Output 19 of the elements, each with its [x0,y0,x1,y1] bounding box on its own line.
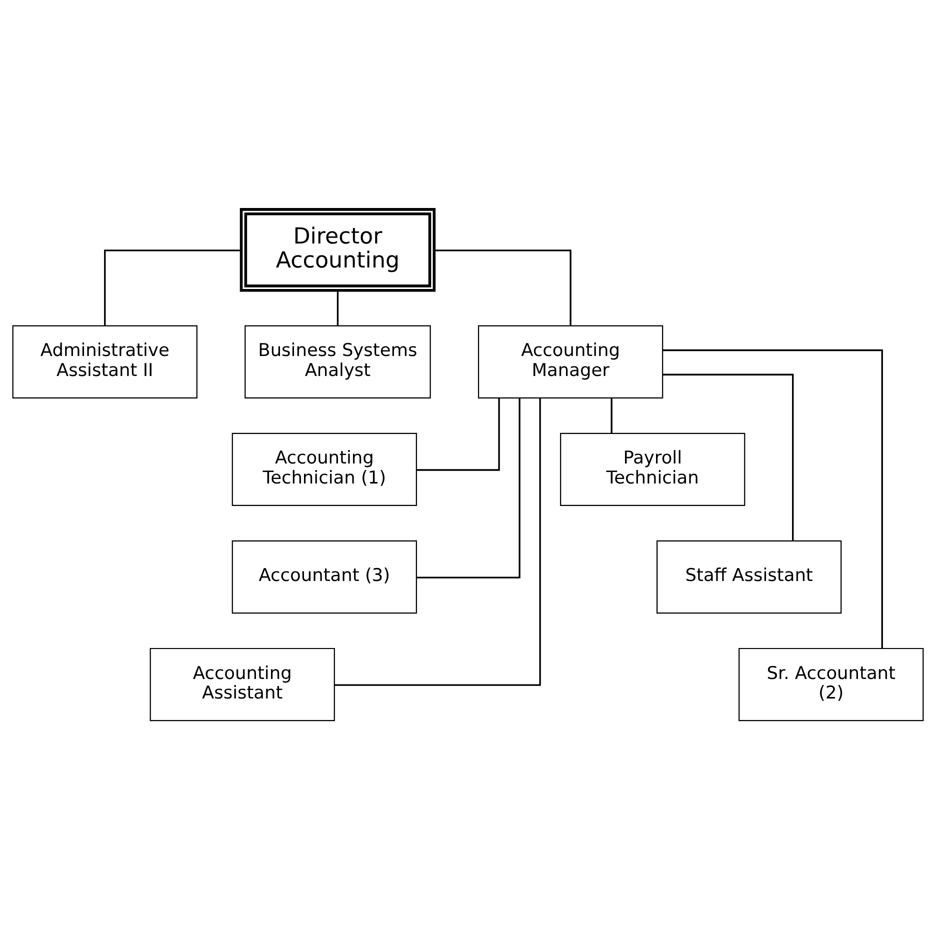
node-box: Business Systems Analyst [244,325,431,398]
node-box: Accounting Assistant [150,648,335,722]
connector [416,398,500,471]
node-box: Director Accounting [240,208,436,292]
node-box: Accounting Manager [478,325,664,398]
connector [336,290,339,326]
node-box: Administrative Assistant II [12,325,198,398]
connector [334,398,541,686]
connector [434,250,572,326]
connector [662,349,883,648]
connector [416,398,520,578]
node-box: Sr. Accountant (2) [738,648,924,722]
connector [610,398,612,434]
node-box: Accountant (3) [232,540,417,614]
connector [662,374,794,541]
connector [104,250,241,326]
node-box: Staff Assistant [656,540,842,614]
node-box: Accounting Technician (1) [232,432,417,506]
node-box: Payroll Technician [560,432,746,506]
